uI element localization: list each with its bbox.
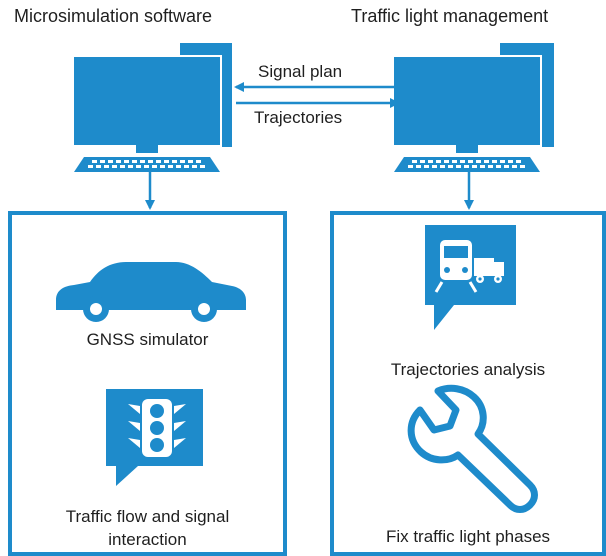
computer-icon <box>392 43 554 172</box>
signal-plan-label: Signal plan <box>258 62 343 81</box>
right-heading: Traffic light management <box>351 6 549 26</box>
left-heading: Microsimulation software <box>14 6 213 26</box>
computer-icon <box>72 43 232 172</box>
gnss-simulator-label: GNSS simulator <box>86 330 209 349</box>
traffic-flow-label-line1: Traffic flow and signal <box>65 507 230 526</box>
traffic-flow-label-line2: interaction <box>108 530 187 549</box>
train-truck-icon <box>425 225 516 330</box>
fix-traffic-light-phases-label: Fix traffic light phases <box>385 527 551 546</box>
car-icon <box>56 262 246 322</box>
trajectories-analysis-label: Trajectories analysis <box>390 360 546 379</box>
wrench-icon <box>407 384 538 513</box>
traffic-light-icon <box>106 389 203 486</box>
trajectories-label: Trajectories <box>254 108 343 127</box>
